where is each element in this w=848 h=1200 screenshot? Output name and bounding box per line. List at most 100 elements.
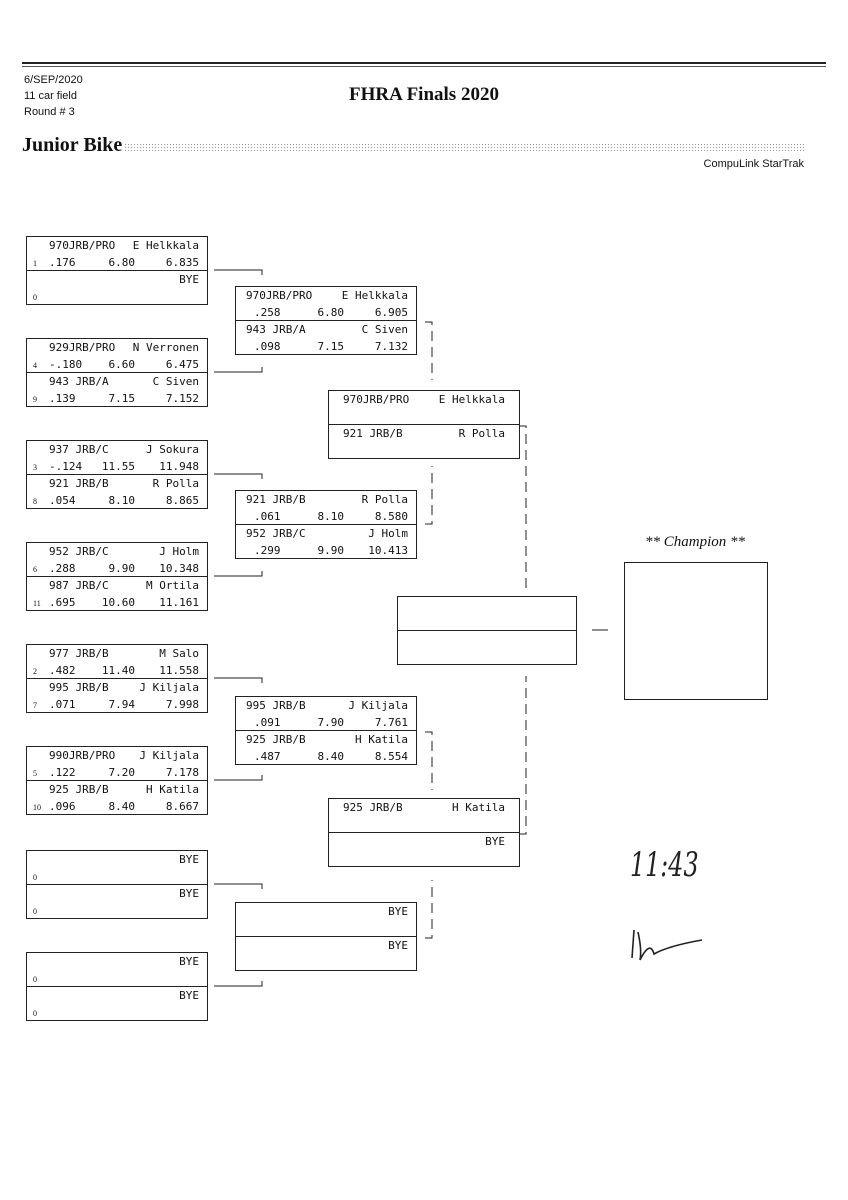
- elapsed-time: 7.132: [374, 340, 408, 353]
- reaction-time: .061: [254, 510, 281, 523]
- racer-name: BYE: [179, 853, 199, 866]
- elapsed-time: 7.152: [165, 392, 199, 405]
- racer-class: 970JRB/PRO: [343, 393, 410, 406]
- racer-name: H Katila: [146, 783, 199, 796]
- dial-in: 7.15: [108, 392, 136, 405]
- racer-class: 937 JRB/C: [49, 443, 109, 456]
- racer-class: 921 JRB/B: [49, 477, 109, 490]
- racer-class: 921 JRB/B: [343, 427, 403, 440]
- dial-in: 6.80: [108, 256, 136, 269]
- reaction-time: .098: [254, 340, 281, 353]
- seed-number: 3: [33, 463, 37, 472]
- reaction-time: -.180: [49, 358, 83, 371]
- racer-name: BYE: [179, 955, 199, 968]
- racer-slot: [398, 597, 576, 631]
- dial-in: 6.80: [317, 306, 345, 319]
- dial-in: 7.94: [108, 698, 136, 711]
- dial-in: 11.40: [101, 664, 135, 677]
- dial-in: 10.60: [101, 596, 135, 609]
- dial-in: 7.15: [317, 340, 345, 353]
- elapsed-time: 8.580: [374, 510, 408, 523]
- dial-in: 8.40: [108, 800, 136, 813]
- dial-in: 11.55: [101, 460, 135, 473]
- reaction-time: .299: [254, 544, 281, 557]
- elapsed-time: 11.558: [159, 664, 199, 677]
- racer-name: J Sokura: [146, 443, 199, 456]
- racer-slot: BYE: [236, 937, 416, 970]
- seed-number: 0: [33, 975, 37, 984]
- round2-connectors: [425, 321, 433, 939]
- racer-name: H Katila: [452, 801, 505, 814]
- seed-number: 8: [33, 497, 37, 506]
- racer-name: BYE: [179, 989, 199, 1002]
- reaction-time: .482: [49, 664, 76, 677]
- racer-class: 921 JRB/B: [246, 493, 306, 506]
- racer-class: 995 JRB/B: [246, 699, 306, 712]
- racer-name: BYE: [388, 939, 408, 952]
- elapsed-time: 6.835: [165, 256, 199, 269]
- racer-slot: BYE: [236, 903, 416, 937]
- racer-class: 990JRB/PRO: [49, 749, 116, 762]
- racer-class: 925 JRB/B: [49, 783, 109, 796]
- racer-name: C Siven: [152, 375, 199, 388]
- seed-number: 10: [33, 803, 41, 812]
- dial-in: 9.90: [108, 562, 136, 575]
- racer-name: E Helkkala: [341, 289, 408, 302]
- category-title: Junior Bike: [22, 134, 123, 156]
- racer-class: 943 JRB/A: [49, 375, 109, 388]
- seed-number: 6: [33, 565, 37, 574]
- round-number: Round # 3: [24, 106, 75, 118]
- reaction-time: -.124: [49, 460, 83, 473]
- racer-name: M Salo: [159, 647, 199, 660]
- dial-in: 7.90: [317, 716, 345, 729]
- reaction-time: .096: [49, 800, 76, 813]
- racer-name: H Katila: [355, 733, 408, 746]
- racer-slot: BYE 0: [27, 987, 207, 1020]
- racer-class: 952 JRB/C: [246, 527, 306, 540]
- elapsed-time: 7.761: [374, 716, 408, 729]
- champion-box: [624, 562, 768, 700]
- reaction-time: .091: [254, 716, 281, 729]
- racer-class: 952 JRB/C: [49, 545, 109, 558]
- racer-class: 977 JRB/B: [49, 647, 109, 660]
- dial-in: 7.20: [108, 766, 136, 779]
- round3-connectors: [518, 425, 527, 835]
- header-rule: [22, 62, 826, 64]
- racer-slot: 995 JRB/B J Kiljala .091 7.90 7.761: [236, 697, 416, 731]
- page-title: FHRA Finals 2020: [349, 84, 499, 105]
- racer-name: J Holm: [368, 527, 408, 540]
- racer-name: J Kiljala: [348, 699, 408, 712]
- seed-number: 0: [33, 1009, 37, 1018]
- racer-name: C Siven: [361, 323, 408, 336]
- racer-name: BYE: [388, 905, 408, 918]
- elapsed-time: 7.998: [165, 698, 199, 711]
- racer-name: N Verronen: [132, 341, 199, 354]
- racer-name: BYE: [179, 887, 199, 900]
- reaction-time: .122: [49, 766, 76, 779]
- elapsed-time: 10.348: [159, 562, 199, 575]
- event-date: 6/SEP/2020: [24, 74, 83, 86]
- racer-name: R Polla: [458, 427, 505, 440]
- racer-name: M Ortila: [146, 579, 199, 592]
- dotted-leader: [124, 143, 804, 152]
- racer-slot: [398, 631, 576, 664]
